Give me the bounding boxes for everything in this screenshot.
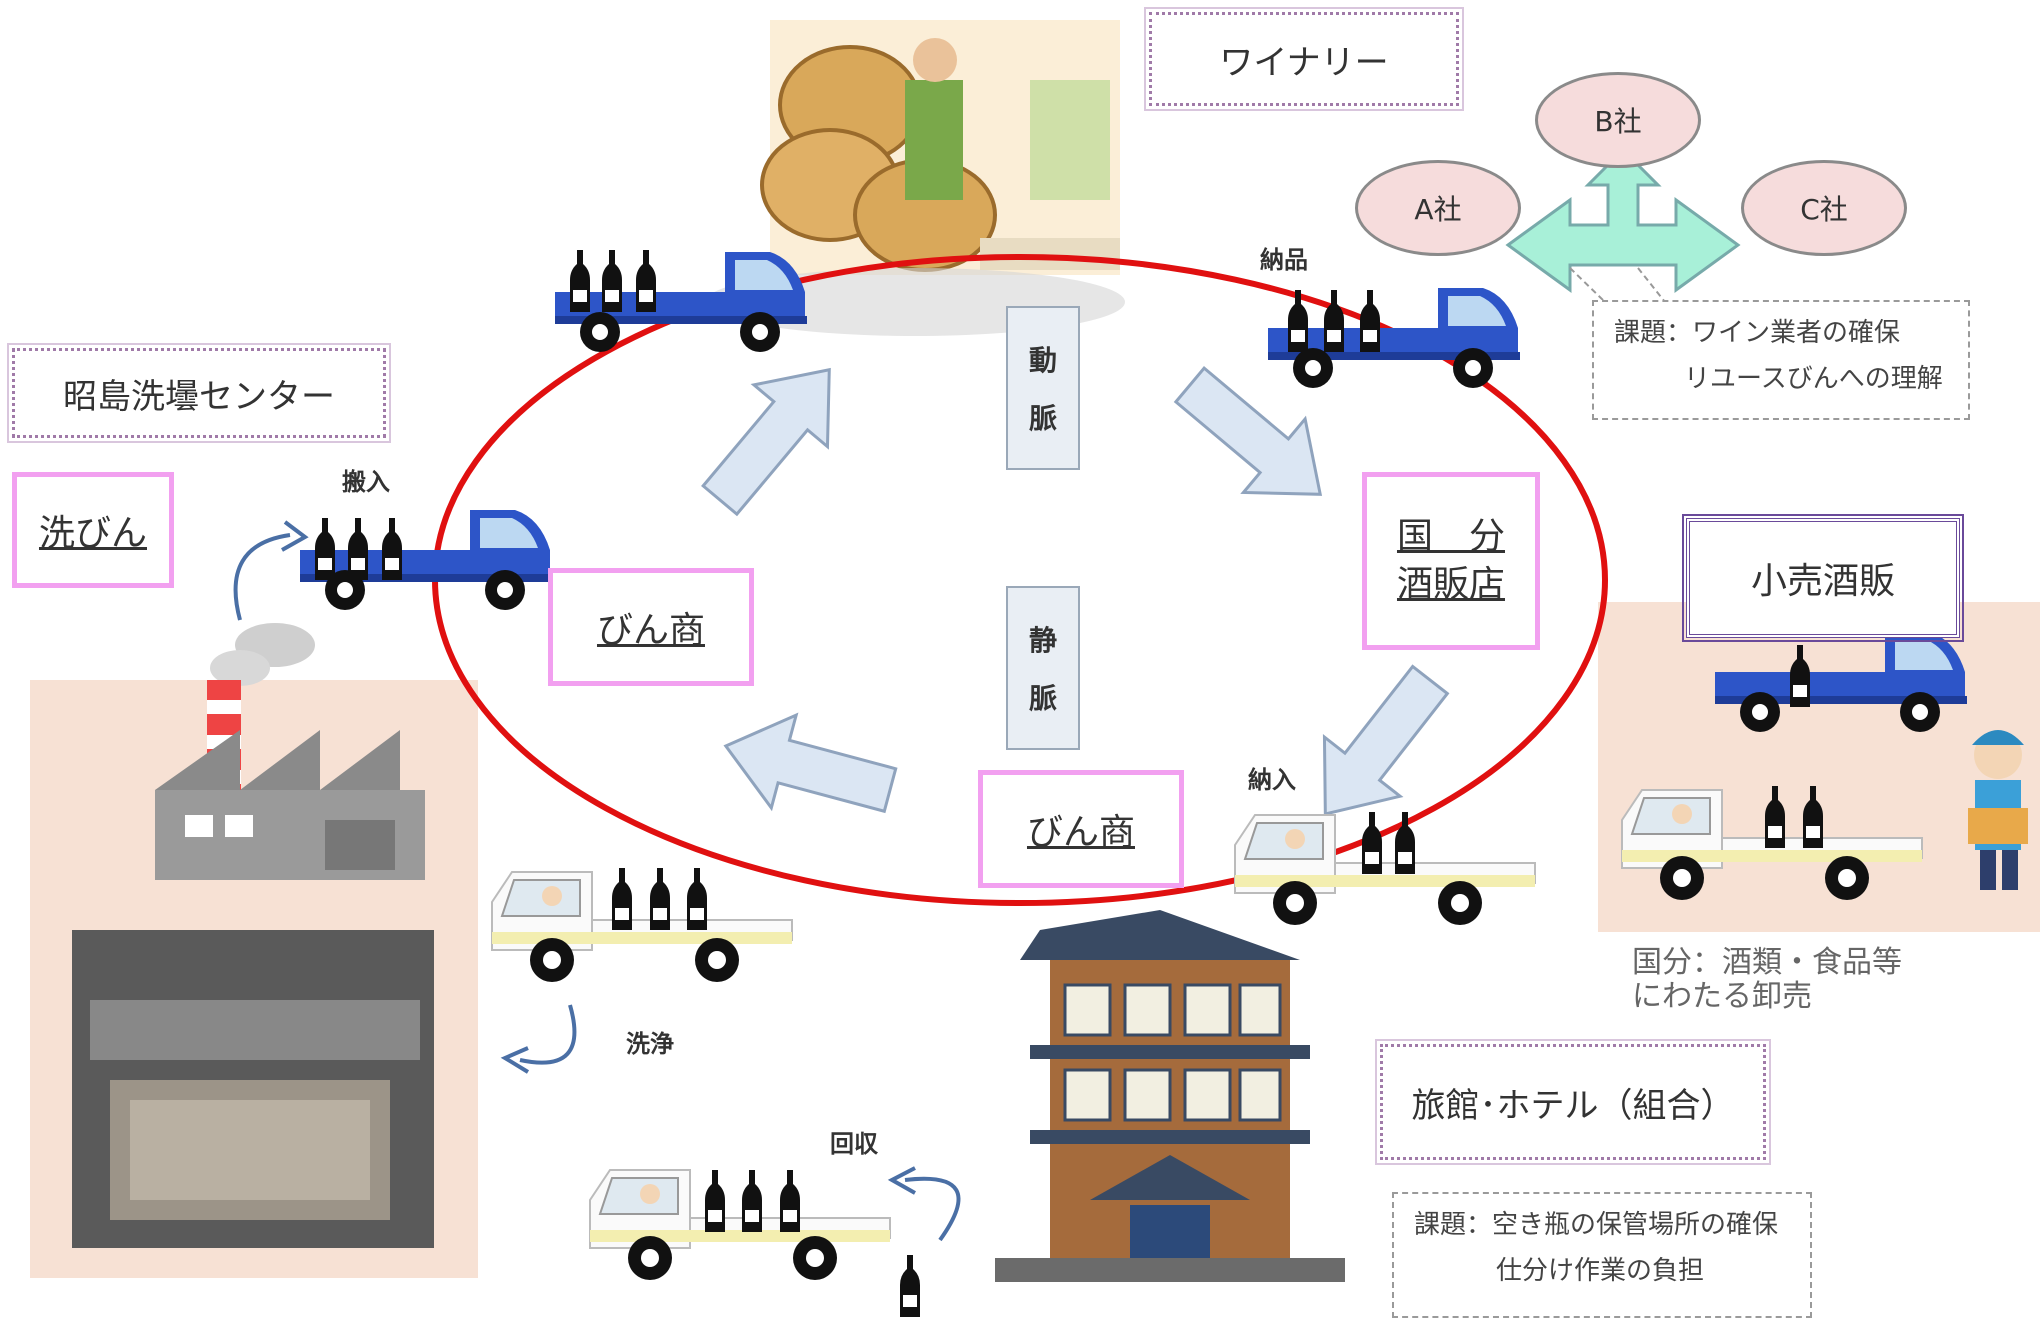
ryokan-label: 旅館･ホテル（組合） (1375, 1039, 1771, 1165)
company-c: C社 (1741, 160, 1907, 256)
akishima-center-label: 昭島洗壜センター (7, 343, 391, 443)
winery-text: ワイナリー (1219, 42, 1389, 83)
issue-box-storage: 課題：空き瓶の保管場所の確保 仕分け作業の負担 (1392, 1192, 1812, 1318)
joumyaku-char2: 脈 (1028, 682, 1057, 715)
ryokan-text: 旅館･ホテル（組合） (1411, 1085, 1735, 1126)
binsho-bottom-box: びん商 (978, 770, 1184, 888)
binsho-left-box: びん商 (548, 568, 754, 686)
issue-box-wine: 課題：ワイン業者の確保 リユースびんへの理解 (1592, 300, 1970, 420)
doumyaku-label: 動 脈 (1006, 306, 1080, 470)
kouri-text: 小売酒販 (1750, 561, 1895, 602)
nouhin-label: 納品 (1260, 246, 1308, 274)
issue-wine-line1: 課題：ワイン業者の確保 (1614, 318, 1901, 348)
company-a-text: A社 (1414, 193, 1462, 226)
company-a: A社 (1355, 160, 1521, 256)
kokubun-text-line1: 国 分 (1396, 516, 1505, 557)
kokubun-note: 国分：酒類・食品等 にわたる卸売 (1632, 946, 1902, 1014)
akishima-center-text: 昭島洗壜センター (63, 376, 335, 417)
kokubun-note-line1: 国分：酒類・食品等 (1632, 945, 1902, 980)
kokubun-box: 国 分 酒販店 (1362, 472, 1540, 650)
ryokan-illustration (995, 910, 1345, 1282)
joumyaku-char1: 静 (1028, 624, 1057, 657)
issue-storage-line1: 課題：空き瓶の保管場所の確保 (1414, 1210, 1779, 1240)
binsho-bottom-text: びん商 (1026, 812, 1135, 853)
senbin-text: 洗びん (38, 513, 147, 554)
washing-photo (72, 930, 434, 1248)
doumyaku-char1: 動 (1028, 344, 1057, 377)
factory-illustration (155, 623, 425, 880)
kaishu-label: 回収 (830, 1130, 878, 1158)
senjou-label: 洗浄 (626, 1030, 674, 1058)
kokubun-note-line2: にわたる卸売 (1632, 979, 1812, 1014)
nounyu-label: 納入 (1248, 766, 1296, 794)
doumyaku-char2: 脈 (1028, 402, 1057, 435)
issue-storage-line2: 仕分け作業の負担 (1496, 1256, 1705, 1286)
joumyaku-label: 静 脈 (1006, 586, 1080, 750)
senbin-box: 洗びん (12, 472, 174, 588)
company-c-text: C社 (1800, 193, 1848, 226)
kouri-box: 小売酒販 (1682, 514, 1964, 642)
delivery-person-illustration (1968, 730, 2028, 890)
kokubun-text-line2: 酒販店 (1396, 564, 1505, 605)
company-b-text: B社 (1594, 105, 1642, 138)
hannyu-label: 搬入 (342, 468, 390, 496)
binsho-left-text: びん商 (596, 610, 705, 651)
issue-wine-line2: リユースびんへの理解 (1684, 364, 1943, 394)
company-b: B社 (1535, 72, 1701, 168)
winery-label: ワイナリー (1144, 7, 1464, 111)
